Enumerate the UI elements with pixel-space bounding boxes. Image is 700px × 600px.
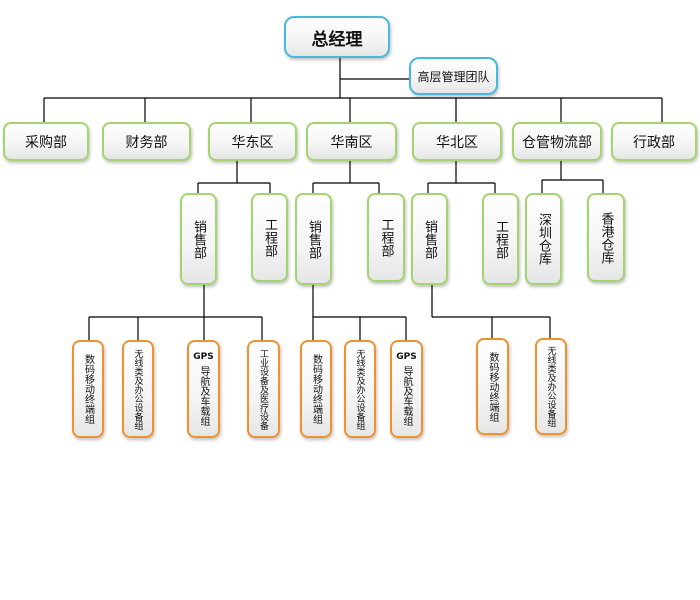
hongkong-warehouse-label: 香港仓库 [598, 211, 614, 264]
east-group-wireless-office: 无线类及办公设备组 [122, 340, 154, 438]
south-group-digital-mobile: 数码移动终端组 [300, 340, 332, 438]
south-engineering-dept: 工程部 [367, 193, 405, 282]
north-engineering-dept-label: 工程部 [493, 219, 508, 259]
senior-management-team-node: 高层管理团队 [409, 57, 498, 95]
dept-east-china: 华东区 [208, 122, 297, 161]
north-sales-dept-label: 销售部 [422, 219, 437, 259]
dept-north-china: 华北区 [412, 122, 502, 161]
east-group-digital-mobile-label: 数码移动终端组 [82, 354, 94, 424]
north-sales-dept: 销售部 [411, 193, 448, 285]
south-group-wireless-office-label: 无线类及办公设备组 [354, 348, 365, 430]
east-sales-dept: 销售部 [180, 193, 217, 285]
south-sales-dept: 销售部 [295, 193, 332, 285]
south-group-gps-label: GPS [396, 352, 417, 362]
north-group-digital-mobile: 数码移动终端组 [476, 338, 509, 435]
east-sales-dept-label: 销售部 [191, 219, 206, 259]
east-group-industrial-medical: 工业设备及医疗设备 [247, 340, 280, 438]
south-group-wireless-office: 无线类及办公设备组 [344, 340, 376, 438]
east-engineering-dept-label: 工程部 [262, 218, 277, 257]
dept-east-china-label: 华东区 [231, 134, 274, 151]
north-group-wireless-office-label: 无线类及办公设备组 [545, 346, 556, 427]
south-sales-dept-label: 销售部 [306, 219, 321, 259]
senior-management-team-label: 高层管理团队 [417, 69, 490, 84]
dept-finance: 财务部 [102, 122, 191, 161]
dept-purchasing-label: 采购部 [25, 134, 67, 151]
north-engineering-dept: 工程部 [482, 193, 519, 285]
dept-warehouse-logistics-label: 仓管物流部 [522, 134, 592, 151]
general-manager-label: 总经理 [311, 29, 363, 50]
east-group-wireless-office-label: 无线类及办公设备组 [132, 348, 143, 430]
general-manager-node: 总经理 [284, 16, 390, 58]
east-group-gps-navigation: GPS 导航及车载组 [187, 340, 220, 438]
east-group-gps-label: GPS [193, 352, 214, 362]
east-group-digital-mobile: 数码移动终端组 [72, 340, 104, 438]
hongkong-warehouse: 香港仓库 [587, 193, 625, 282]
east-engineering-dept: 工程部 [251, 193, 288, 282]
dept-administration-label: 行政部 [633, 134, 675, 151]
north-group-wireless-office: 无线类及办公设备组 [535, 338, 567, 435]
shenzhen-warehouse: 深圳仓库 [525, 193, 562, 285]
south-group-gps-navigation: GPS 导航及车载组 [390, 340, 423, 438]
dept-north-china-label: 华北区 [436, 134, 478, 151]
south-engineering-dept-label: 工程部 [378, 218, 394, 257]
dept-warehouse-logistics: 仓管物流部 [512, 122, 602, 161]
dept-purchasing: 采购部 [3, 122, 89, 161]
dept-south-china: 华南区 [306, 122, 397, 161]
north-group-digital-mobile-label: 数码移动终端组 [487, 351, 498, 422]
east-group-industrial-medical-label: 工业设备及医疗设备 [258, 348, 268, 430]
dept-south-china-label: 华南区 [330, 134, 373, 151]
south-group-navigation-label: 导航及车载组 [401, 366, 412, 426]
shenzhen-warehouse-label: 深圳仓库 [536, 213, 551, 265]
dept-finance-label: 财务部 [125, 134, 168, 151]
south-group-digital-mobile-label: 数码移动终端组 [310, 354, 322, 424]
dept-administration: 行政部 [611, 122, 697, 161]
east-group-navigation-label: 导航及车载组 [198, 366, 209, 426]
